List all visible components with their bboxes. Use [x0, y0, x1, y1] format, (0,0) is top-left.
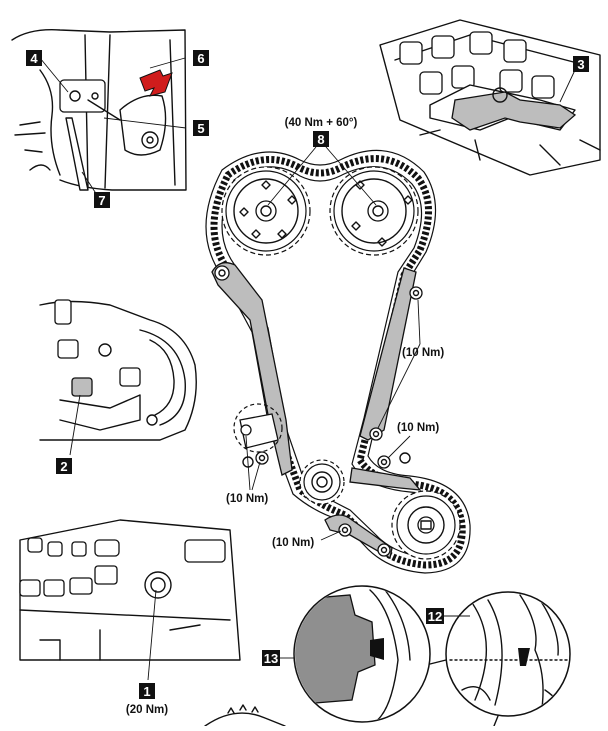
svg-text:3: 3 — [577, 57, 584, 72]
svg-text:7: 7 — [98, 193, 105, 208]
torque-lower-guide: (10 Nm) — [272, 537, 314, 549]
svg-text:1: 1 — [143, 684, 150, 699]
torque-right-guide: (10 Nm) — [402, 347, 444, 359]
inset-camshaft-locking-tool — [379, 19, 601, 176]
callout-7: 7 — [94, 192, 110, 208]
svg-text:2: 2 — [60, 459, 67, 474]
intermediate-sprocket — [299, 459, 345, 505]
small-chain-guide — [349, 467, 422, 491]
zoom-detail-12 — [445, 591, 571, 717]
timing-chain-assembly — [205, 149, 471, 574]
torque-cam-bolts: (40 Nm + 60°) — [285, 117, 358, 129]
svg-text:6: 6 — [197, 51, 204, 66]
callout-5: 5 — [193, 120, 209, 136]
callout-2: 2 — [56, 458, 72, 474]
svg-text:5: 5 — [197, 121, 204, 136]
timing-chain — [210, 155, 466, 569]
intake-cam-sprocket — [221, 166, 311, 256]
callout-1: 1 — [139, 683, 155, 699]
callout-6: 6 — [193, 50, 209, 66]
torque-tensioner: (10 Nm) — [226, 493, 268, 505]
torque-small-guide: (10 Nm) — [397, 422, 439, 434]
torque-crank-plug: (20 Nm) — [126, 704, 168, 716]
callout-3: 3 — [573, 56, 589, 72]
svg-text:8: 8 — [317, 132, 324, 147]
inset-crankcase-plug — [19, 519, 241, 681]
partial-sprocket-bottom — [204, 712, 286, 727]
inset-camshaft-lock-pin — [11, 29, 187, 196]
callout-13: 13 — [262, 650, 280, 666]
callout-12: 12 — [426, 608, 444, 624]
svg-text:4: 4 — [30, 51, 38, 66]
svg-text:12: 12 — [428, 609, 442, 624]
crankshaft-sprocket — [391, 490, 461, 560]
chain-tensioner — [233, 403, 283, 468]
callout-8: 8 — [313, 131, 329, 147]
callout-4: 4 — [26, 50, 42, 66]
inset-tensioner-area — [39, 299, 197, 456]
zoom-detail-13 — [293, 585, 431, 723]
exhaust-cam-sprocket — [329, 166, 419, 256]
svg-text:13: 13 — [264, 651, 278, 666]
